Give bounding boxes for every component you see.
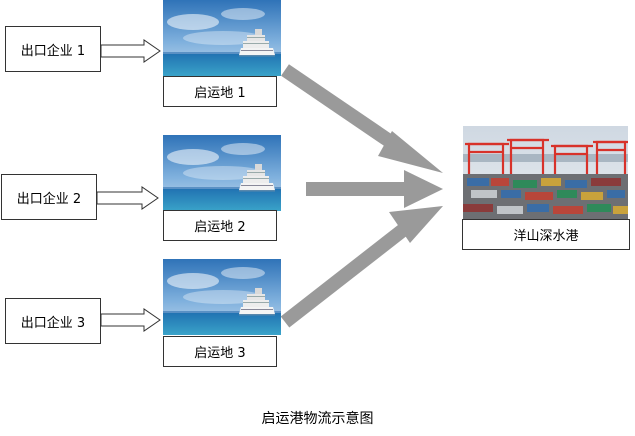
destination-box: 洋山深水港 (462, 219, 630, 250)
origin-label-2: 启运地 2 (194, 220, 246, 235)
origin-label-1: 启运地 1 (194, 86, 246, 101)
exporter-label-2: 出口企业 2 (16, 191, 82, 207)
container-port-photo-icon (463, 126, 628, 219)
diagram-caption: 启运港物流示意图 (261, 411, 374, 427)
hollow-arrow-2 (96, 186, 159, 210)
hollow-arrow-3 (100, 308, 161, 332)
exporter-label-3: 出口企业 3 (20, 315, 86, 331)
origin-box-1: 启运地 1 (163, 76, 277, 107)
flow-arrow-1 (281, 64, 443, 173)
origin-label-3: 启运地 3 (194, 346, 246, 361)
exporter-label-1: 出口企业 1 (20, 43, 86, 59)
exporter-box-2: 出口企业 2 (1, 174, 97, 220)
flow-arrow-3 (280, 206, 443, 328)
hollow-arrow-1 (100, 39, 161, 63)
exporter-box-1: 出口企业 1 (5, 26, 101, 72)
origin-box-2: 启运地 2 (163, 210, 277, 241)
flow-arrow-2 (306, 170, 443, 208)
origin-box-3: 启运地 3 (163, 336, 277, 367)
exporter-box-3: 出口企业 3 (5, 298, 101, 344)
destination-photo (463, 126, 628, 219)
destination-label: 洋山深水港 (513, 229, 579, 244)
